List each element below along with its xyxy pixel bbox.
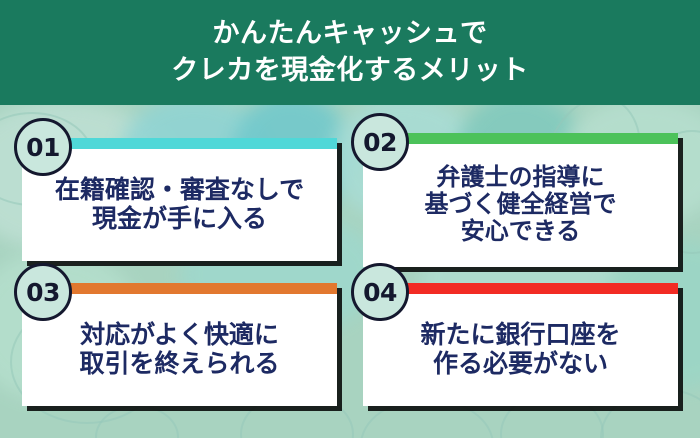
card-body-01: 在籍確認・審査なしで 現金が手に入る: [22, 149, 337, 261]
card-number-label: 03: [26, 277, 60, 307]
card-number-badge-02: 02: [351, 113, 409, 171]
card-number-badge-04: 04: [351, 263, 409, 321]
card-number-label: 01: [26, 132, 60, 162]
card-text-line: 在籍確認・審査なしで: [54, 175, 305, 204]
card-accent-bar-01: [22, 138, 337, 149]
card-text-line: 現金が手に入る: [91, 204, 267, 233]
card-text-line: 安心できる: [460, 216, 581, 245]
benefit-card-02: 弁護士の指導に 基づく健全経営で 安心できる: [363, 133, 678, 267]
header-banner: かんたんキャッシュで クレカを現金化するメリット: [0, 0, 700, 105]
card-text-line: 基づく健全経営で: [424, 190, 617, 219]
card-body-03: 対応がよく快適に 取引を終えられる: [22, 294, 337, 406]
card-text-line: 取引を終えられる: [79, 349, 280, 378]
card-text-line: 対応がよく快適に: [80, 320, 279, 349]
benefit-card-04: 新たに銀行口座を 作る必要がない: [363, 283, 678, 406]
card-text-line: 新たに銀行口座を: [420, 320, 621, 349]
card-number-label: 02: [363, 127, 397, 157]
benefit-card-grid: 在籍確認・審査なしで 現金が手に入る 弁護士の指導に 基づく健全経営で 安心でき…: [0, 105, 700, 438]
benefit-card-01: 在籍確認・審査なしで 現金が手に入る: [22, 138, 337, 261]
card-accent-bar-03: [22, 283, 337, 294]
card-text-line: 弁護士の指導に: [436, 163, 605, 192]
benefit-card-03: 対応がよく快適に 取引を終えられる: [22, 283, 337, 406]
header-title-line-2: クレカを現金化するメリット: [171, 54, 529, 86]
card-number-label: 04: [363, 277, 397, 307]
card-body-02: 弁護士の指導に 基づく健全経営で 安心できる: [363, 144, 678, 267]
card-body-04: 新たに銀行口座を 作る必要がない: [363, 294, 678, 406]
header-title-line-1: かんたんキャッシュで: [212, 18, 488, 50]
card-text-line: 作る必要がない: [432, 349, 608, 378]
card-accent-bar-02: [363, 133, 678, 144]
card-number-badge-01: 01: [14, 118, 72, 176]
card-number-badge-03: 03: [14, 263, 72, 321]
card-accent-bar-04: [363, 283, 678, 294]
